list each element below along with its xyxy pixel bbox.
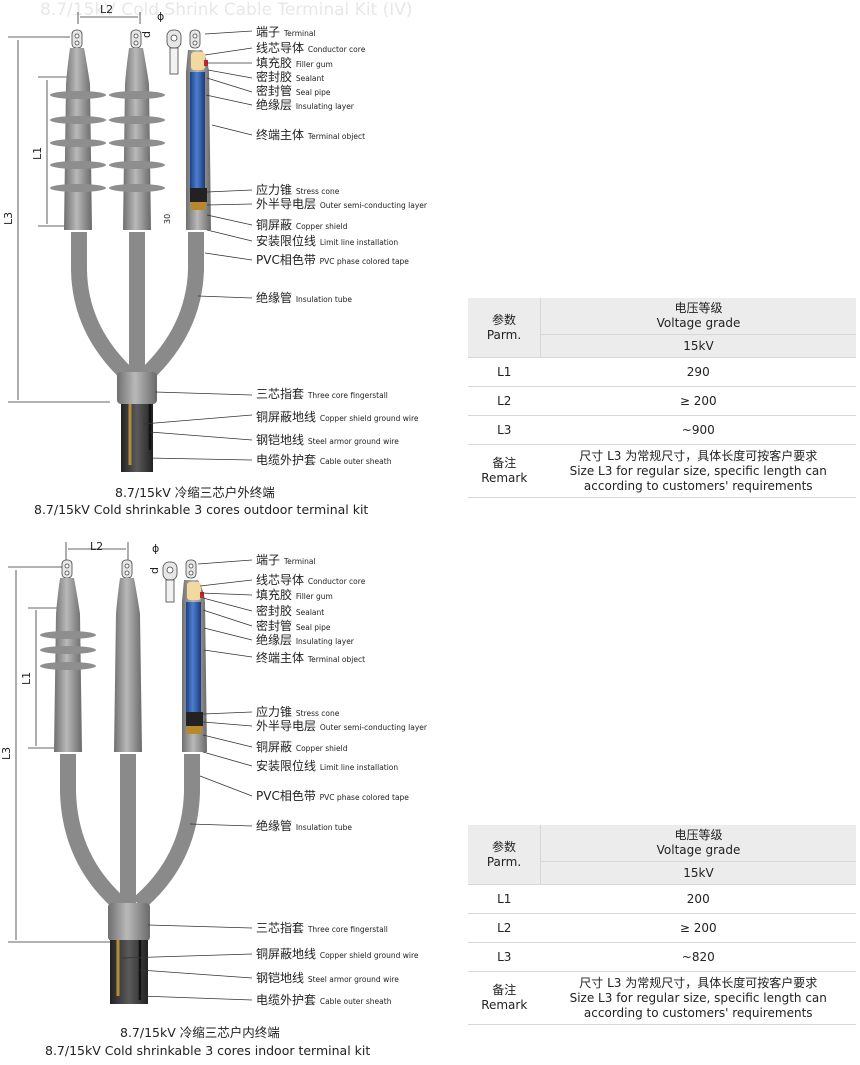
dim-l3: L3 (0, 747, 13, 760)
label-fingerstall: 三芯指套 Three core fingerstall (256, 386, 388, 401)
table-row-value: 200 (540, 884, 856, 914)
label-seal-pipe: 密封管 Seal pipe (256, 618, 331, 633)
label-limit-line: 安装限位线 Limit line installation (256, 758, 398, 773)
label-limit-line: 安装限位线 Limit line installation (256, 233, 398, 248)
dim-l2: L2 (90, 540, 103, 553)
table-row-label: L3 (468, 415, 541, 445)
insulator-3-cutaway (186, 50, 211, 230)
label-insulating-layer: 绝缘层 Insulating layer (256, 632, 355, 647)
table-row-label: L1 (468, 357, 541, 387)
remark-text: 尺寸 L3 为常规尺寸，具体长度可按客户要求 Size L3 for regul… (540, 444, 856, 498)
outdoor-terminal-diagram: L3 L1 L2 ϕ d (2, 3, 428, 472)
table-row-label: L2 (468, 913, 541, 943)
label-conductor-core: 线芯导体 Conductor core (256, 573, 366, 587)
terminal-lugs (61, 559, 197, 603)
dim-l3: L3 (2, 212, 15, 225)
indoor-caption-en: 8.7/15kV Cold shrinkable 3 cores indoor … (45, 1043, 371, 1058)
label-insulation-tube: 绝缘管 Insulation tube (256, 290, 352, 305)
remark-text: 尺寸 L3 为常规尺寸，具体长度可按客户要求 Size L3 for regul… (540, 971, 856, 1025)
fingerstall (117, 372, 157, 404)
cable-legs (71, 232, 204, 381)
label-copper-shield: 铜屏蔽 Copper shield (256, 217, 348, 232)
label-terminal: 端子 Terminal (256, 25, 316, 39)
insulator-2 (109, 48, 165, 230)
label-steel-armor-wire: 钢铠地线 Steel armor ground wire (256, 970, 399, 985)
dim-30: 30 (163, 214, 172, 224)
cable-legs (60, 754, 200, 911)
label-pvc-tape: PVC相色带 PVC phase colored tape (256, 789, 409, 803)
label-cable-sheath: 电缆外护套 Cable outer sheath (256, 453, 392, 467)
kv-header: 15kV (540, 861, 856, 885)
label-stress-cone: 应力锥 Stress cone (256, 704, 340, 719)
dim-l2: L2 (100, 3, 113, 16)
dim-phi: ϕ (152, 542, 159, 555)
table-row-label: L2 (468, 386, 541, 416)
table-row-value: ≥ 200 (540, 913, 856, 943)
dimension-lines (8, 12, 141, 403)
label-terminal: 端子 Terminal (256, 553, 316, 567)
label-insulation-tube: 绝缘管 Insulation tube (256, 818, 352, 833)
table-row-label: L3 (468, 942, 541, 972)
dimension-lines (8, 542, 129, 943)
dim-phi: ϕ (157, 10, 164, 23)
insulator-2 (114, 578, 142, 752)
dim-l1: L1 (31, 147, 44, 160)
label-copper-shield: 铜屏蔽 Copper shield (256, 739, 348, 754)
cable-sheath (110, 940, 148, 1004)
label-seal-pipe: 密封管 Seal pipe (256, 83, 331, 98)
label-terminal-object: 终端主体 Terminal object (256, 127, 365, 142)
outdoor-caption-en: 8.7/15kV Cold shrinkable 3 cores outdoor… (34, 502, 369, 517)
outdoor-caption-cn: 8.7/15kV 冷缩三芯户外终端 (115, 485, 275, 500)
dim-d: d (140, 31, 153, 38)
dim-d: d (148, 567, 161, 574)
cable-sheath (121, 404, 153, 472)
label-copper-ground-wire: 铜屏蔽地线 Copper shield ground wire (256, 409, 419, 424)
label-sealant: 密封胶 Sealant (256, 603, 324, 618)
kv-header: 15kV (540, 334, 856, 358)
indoor-terminal-diagram: L3 L1 L2 ϕ d (0, 540, 428, 1007)
label-stress-cone: 应力锥 Stress cone (256, 182, 340, 197)
fingerstall (108, 903, 150, 941)
label-filler-gum: 填充胶 Filler gum (256, 55, 333, 70)
label-conductor-core: 线芯导体 Conductor core (256, 41, 366, 55)
label-terminal-object: 终端主体 Terminal object (256, 650, 365, 665)
table-row-value: 290 (540, 357, 856, 387)
insulator-3-cutaway (182, 580, 207, 752)
page-header: 8.7/15kV Cold Shrink Cable Terminal Kit … (40, 0, 413, 20)
indoor-caption-cn: 8.7/15kV 冷缩三芯户内终端 (120, 1025, 280, 1040)
dim-l1: L1 (20, 672, 33, 685)
label-pvc-tape: PVC相色带 PVC phase colored tape (256, 253, 409, 267)
label-steel-armor-wire: 钢铠地线 Steel armor ground wire (256, 432, 399, 447)
label-outer-semi-conducting-layer: 外半导电层 Outer semi-conducting layer (256, 197, 428, 211)
terminal-lugs (71, 29, 201, 75)
label-fingerstall: 三芯指套 Three core fingerstall (256, 920, 388, 935)
table-row-label: L1 (468, 884, 541, 914)
label-copper-ground-wire: 铜屏蔽地线 Copper shield ground wire (256, 946, 419, 961)
label-cable-sheath: 电缆外护套 Cable outer sheath (256, 993, 392, 1007)
table-row-value: ~900 (540, 415, 856, 445)
label-filler-gum: 填充胶 Filler gum (256, 587, 333, 602)
label-sealant: 密封胶 Sealant (256, 69, 324, 84)
label-outer-semi-conducting-layer: 外半导电层 Outer semi-conducting layer (256, 719, 428, 733)
insulator-1 (40, 578, 96, 752)
label-insulating-layer: 绝缘层 Insulating layer (256, 97, 355, 112)
insulator-1 (50, 48, 106, 230)
table-row-value: ~820 (540, 942, 856, 972)
table-row-value: ≥ 200 (540, 386, 856, 416)
